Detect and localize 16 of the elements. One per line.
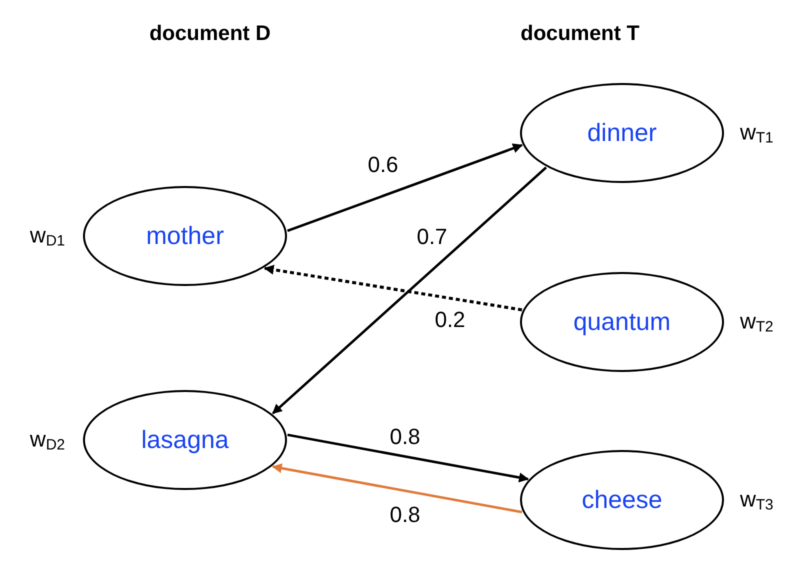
weight-label: w$_{T2}$ xyxy=(740,308,774,336)
arrow xyxy=(264,264,522,312)
word-label: cheese xyxy=(582,486,662,514)
column-heading: document D xyxy=(149,22,271,46)
weight-label: w$_{D2}$ xyxy=(30,426,65,454)
weight-label: w$_{T1}$ xyxy=(740,120,774,146)
word-label: dinner xyxy=(587,118,657,148)
weight-label: w$_{D1}$ xyxy=(30,222,65,250)
arrow xyxy=(272,166,547,414)
arrow xyxy=(287,434,530,482)
arrow xyxy=(287,144,523,232)
weight-label: w$_{T3}$ xyxy=(740,486,774,514)
word-label: mother xyxy=(146,222,224,250)
column-heading: document T xyxy=(520,22,640,46)
word-label: lasagna xyxy=(141,426,229,454)
word-label: quantum xyxy=(573,308,671,336)
